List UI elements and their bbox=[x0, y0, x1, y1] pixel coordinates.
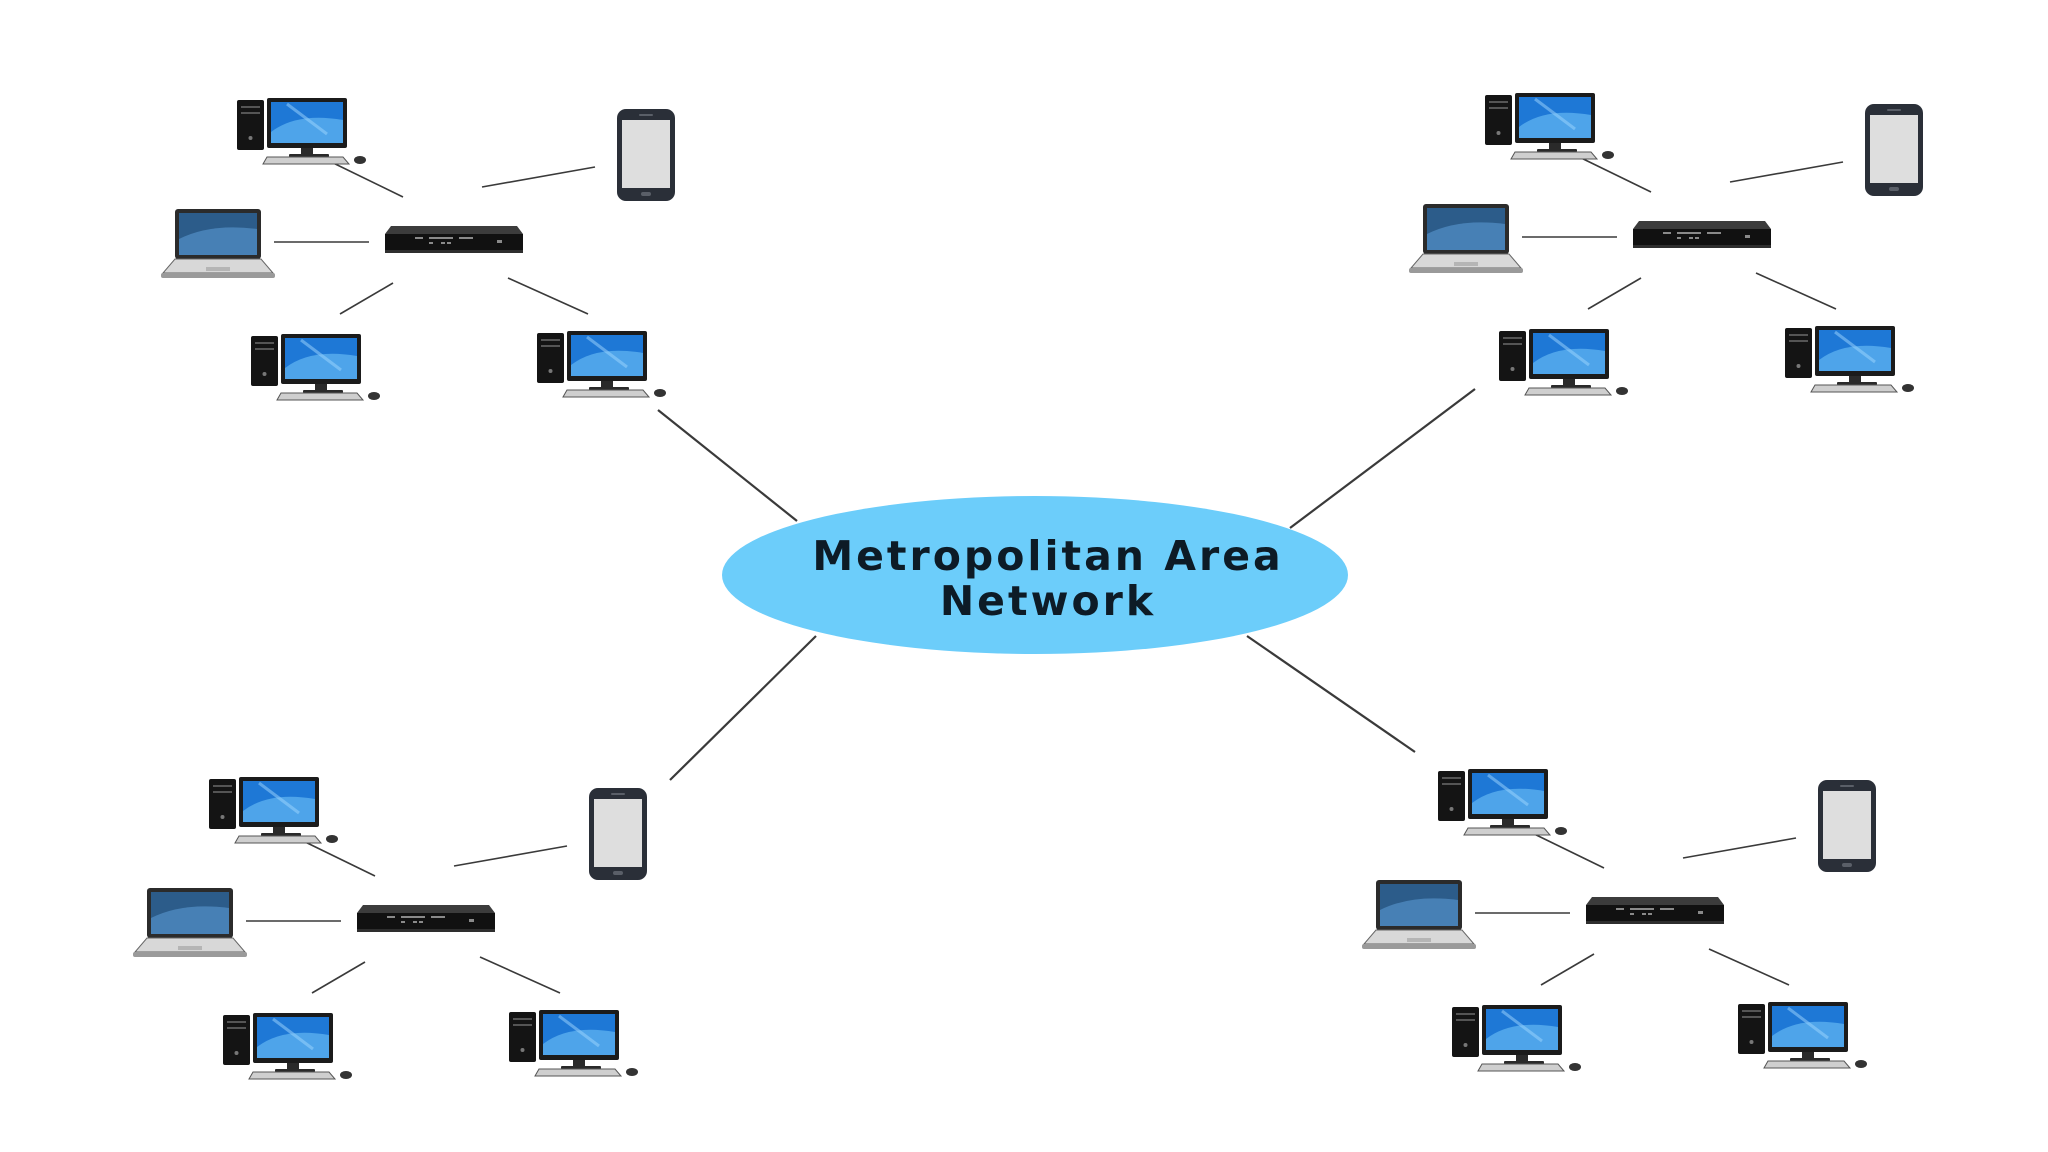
link-desktop-switch bbox=[1587, 277, 1642, 310]
link-desktop-switch bbox=[339, 282, 394, 315]
link-phone-switch bbox=[1729, 161, 1844, 183]
link-desktop-switch bbox=[1572, 153, 1652, 193]
cluster-top-right bbox=[1408, 91, 1923, 397]
phone-icon bbox=[617, 109, 675, 201]
desktop-icon bbox=[235, 96, 368, 166]
desktop-icon bbox=[1436, 767, 1569, 837]
phone-icon bbox=[1818, 780, 1876, 872]
desktop-icon bbox=[1783, 324, 1916, 394]
link-desktop-switch bbox=[296, 837, 376, 877]
network-switch-icon bbox=[1586, 897, 1724, 924]
center-label-line1: Metropolitan Area bbox=[812, 532, 1283, 580]
laptop-icon bbox=[1408, 203, 1524, 274]
network-switch-icon bbox=[1633, 221, 1771, 248]
phone-icon bbox=[1865, 104, 1923, 196]
link-desktop-switch bbox=[311, 961, 366, 994]
backbone-link-top-left bbox=[657, 409, 798, 522]
desktop-icon bbox=[507, 1008, 640, 1078]
desktop-icon bbox=[1736, 1000, 1869, 1070]
cluster-bottom-left bbox=[132, 775, 647, 1081]
desktop-icon bbox=[1483, 91, 1616, 161]
backbone-link-bottom-left bbox=[669, 635, 817, 781]
desktop-icon bbox=[1497, 327, 1630, 397]
link-phone-switch bbox=[481, 166, 596, 188]
laptop-icon bbox=[132, 887, 248, 958]
link-desktop-switch bbox=[1708, 948, 1790, 986]
desktop-icon bbox=[207, 775, 340, 845]
link-desktop-switch bbox=[479, 956, 561, 994]
man-cloud: Metropolitan Area Network bbox=[722, 496, 1348, 654]
cluster-bottom-right bbox=[1361, 767, 1876, 1073]
man-cloud-shape bbox=[722, 496, 1348, 654]
desktop-icon bbox=[249, 332, 382, 402]
link-desktop-switch bbox=[1525, 829, 1605, 869]
link-desktop-switch bbox=[1755, 272, 1837, 310]
laptop-icon bbox=[160, 208, 276, 279]
cluster-top-left bbox=[160, 96, 675, 402]
phone-icon bbox=[589, 788, 647, 880]
link-desktop-switch bbox=[1540, 953, 1595, 986]
desktop-icon bbox=[221, 1011, 354, 1081]
link-phone-switch bbox=[1682, 837, 1797, 859]
center-label-line2: Network bbox=[940, 577, 1156, 625]
backbone-links bbox=[657, 388, 1476, 781]
network-switch-icon bbox=[385, 226, 523, 253]
backbone-link-bottom-right bbox=[1246, 635, 1416, 753]
desktop-icon bbox=[1450, 1003, 1583, 1073]
desktop-icon bbox=[535, 329, 668, 399]
link-desktop-switch bbox=[324, 158, 404, 198]
backbone-link-top-right bbox=[1289, 388, 1476, 529]
link-phone-switch bbox=[453, 845, 568, 867]
network-switch-icon bbox=[357, 905, 495, 932]
link-desktop-switch bbox=[507, 277, 589, 315]
laptop-icon bbox=[1361, 879, 1477, 950]
